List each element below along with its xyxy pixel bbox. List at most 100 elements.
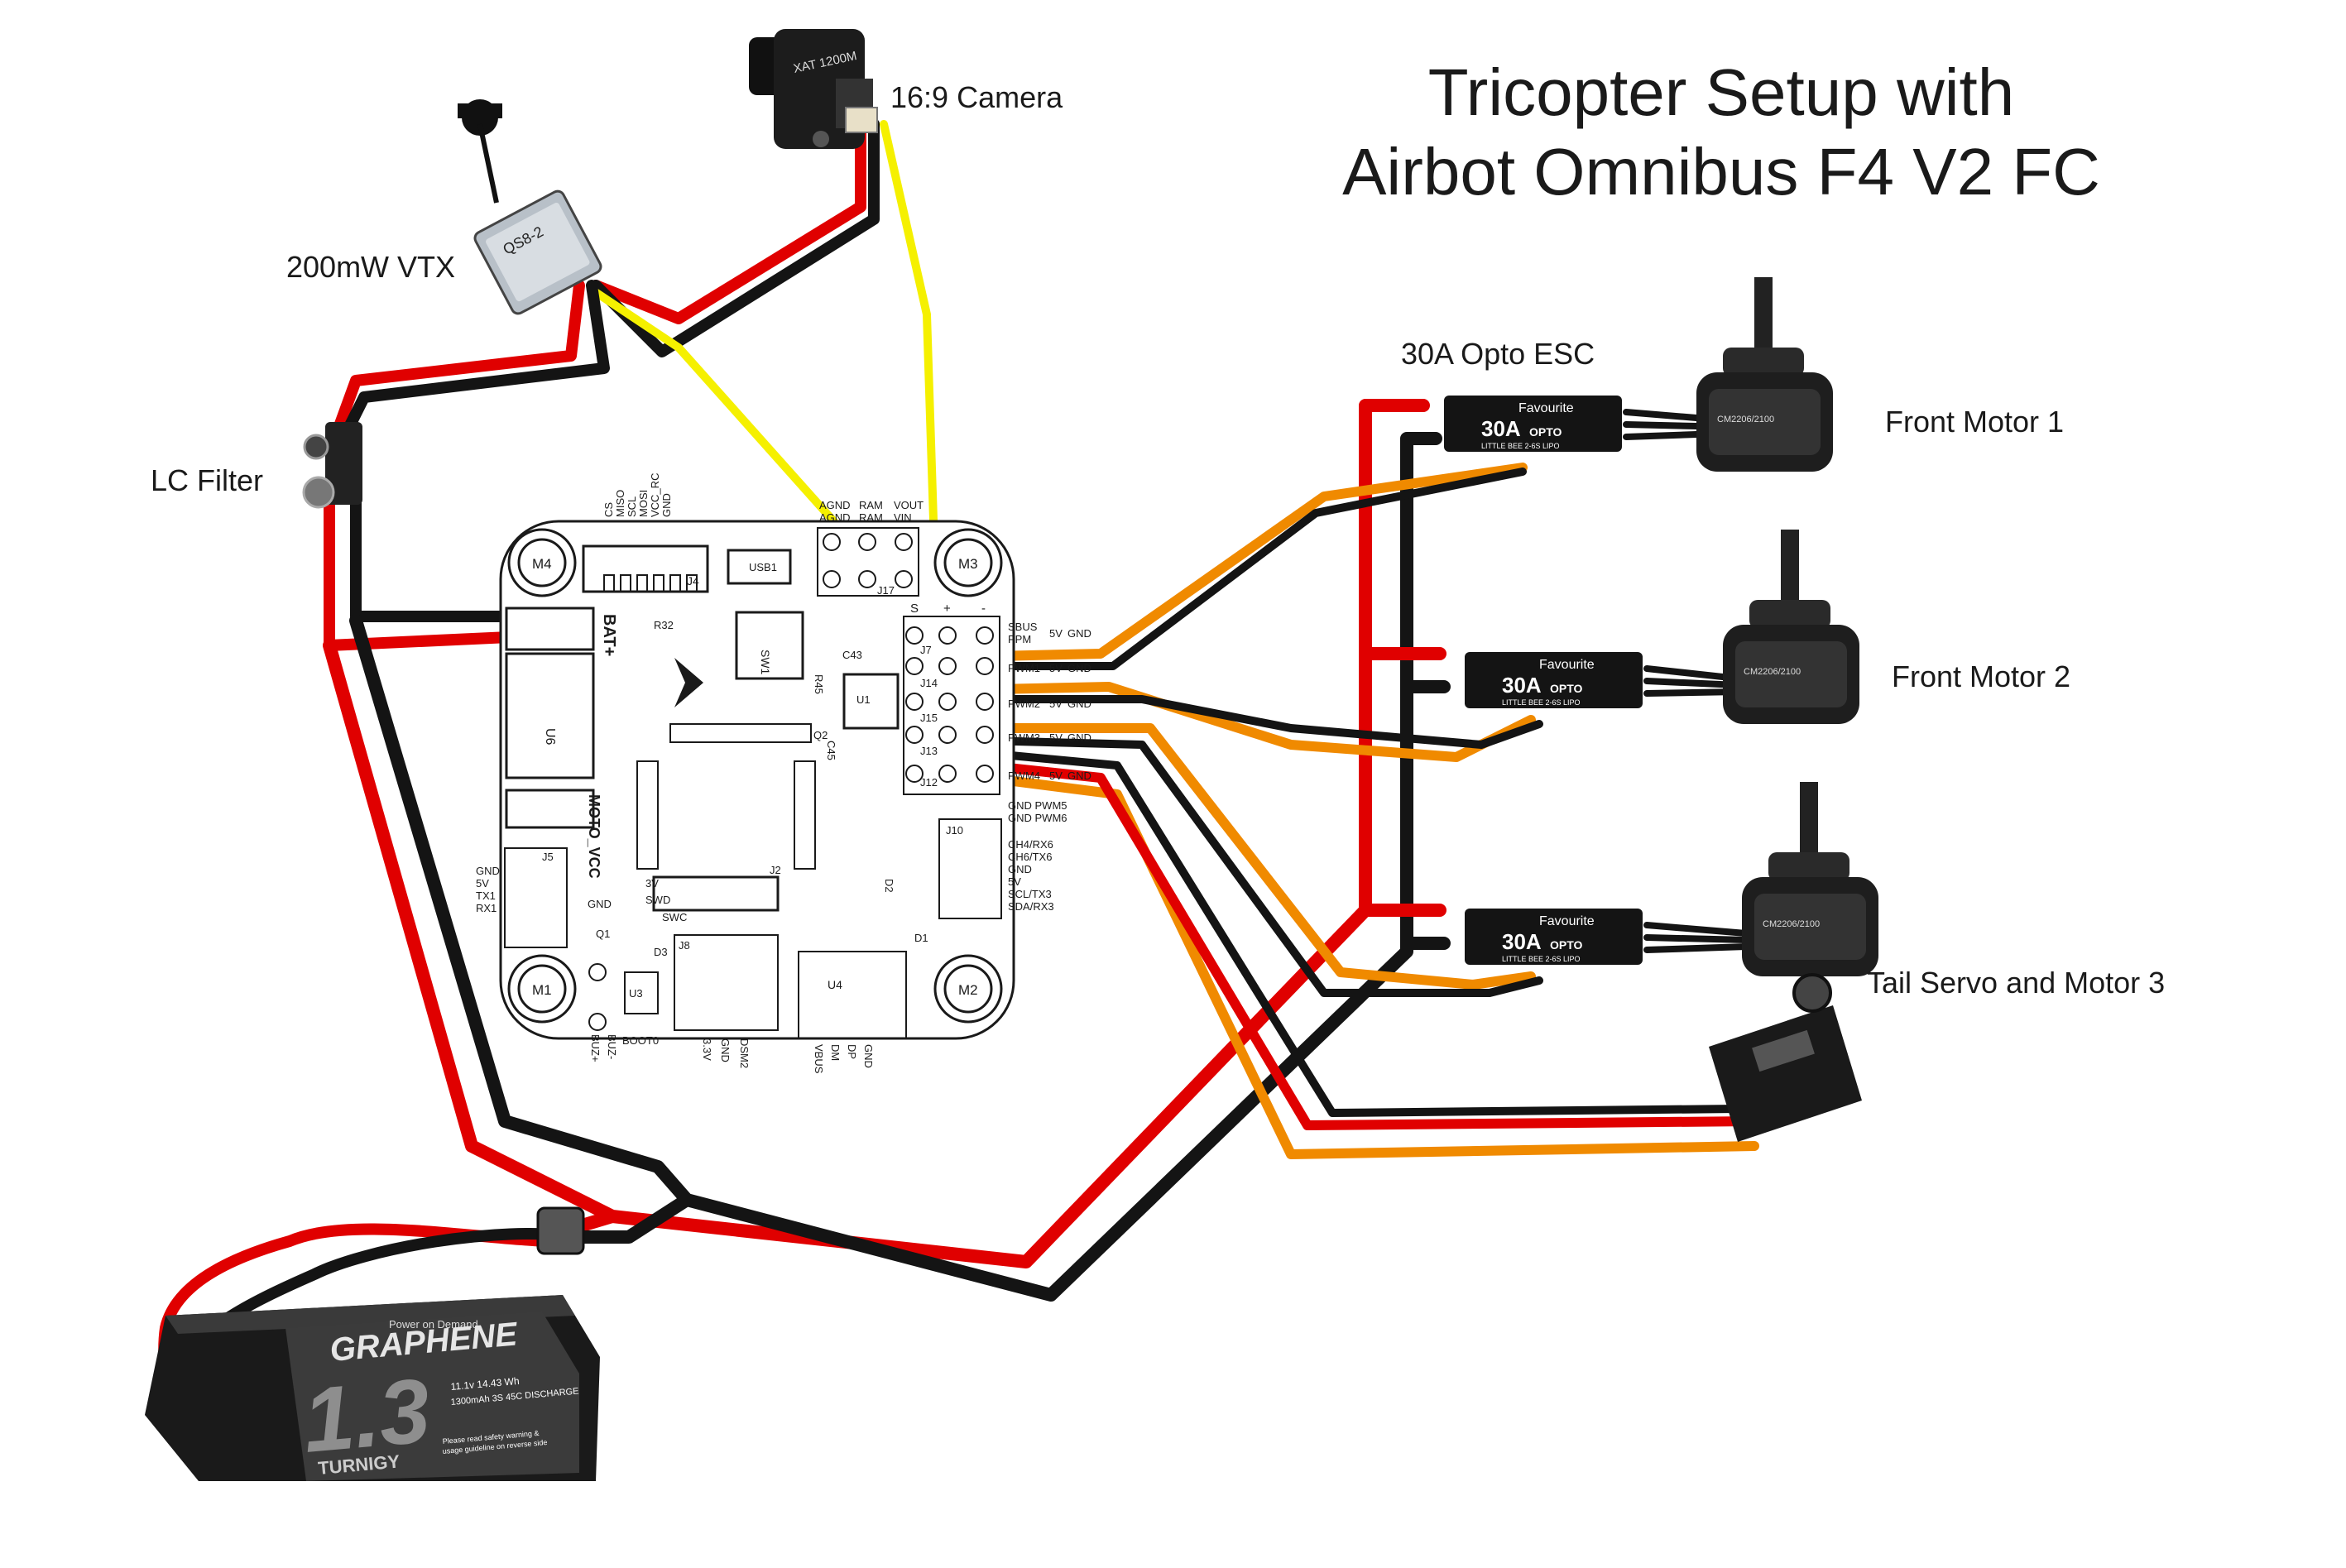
svg-text:+: + xyxy=(943,602,951,616)
fc-c43: C45 xyxy=(825,741,837,760)
svg-text:5V: 5V xyxy=(1049,627,1063,640)
wire-servo-black xyxy=(981,749,1742,1117)
svg-text:PWM1: PWM1 xyxy=(1008,662,1040,674)
fc-d2: D1 xyxy=(914,932,928,944)
wire-vtx-yellow xyxy=(588,285,890,583)
vtx: QS8-2 xyxy=(458,99,602,315)
fc-q1: C43 xyxy=(842,649,862,661)
svg-text:MOSI: MOSI xyxy=(637,490,650,517)
svg-text:AGND: AGND xyxy=(819,499,851,511)
label-motor3: Tail Servo and Motor 3 xyxy=(1867,966,2166,1000)
svg-text:SWC: SWC xyxy=(662,911,687,923)
svg-text:CM2206/2100: CM2206/2100 xyxy=(1717,415,1774,424)
fc-pwm-header xyxy=(903,616,1000,795)
svg-text:J13: J13 xyxy=(920,745,938,757)
svg-text:VOUT: VOUT xyxy=(894,499,924,511)
svg-text:30A: 30A xyxy=(1502,673,1542,698)
fc-bat-label: BAT+ xyxy=(600,614,618,656)
fc-top-right-header: AGND AGND RAM RAM VOUT VIN xyxy=(819,499,924,524)
fc-swd-labels: 3V SWD SWC GND xyxy=(588,877,687,923)
label-motor1: Front Motor 1 xyxy=(1885,405,2065,439)
label-lc-filter: LC Filter xyxy=(151,463,264,497)
svg-text:GND PWM5: GND PWM5 xyxy=(1008,799,1067,812)
svg-text:5V: 5V xyxy=(1049,731,1063,744)
svg-text:CH4/RX6: CH4/RX6 xyxy=(1008,838,1053,851)
fc-j5: J5 xyxy=(542,851,554,863)
fc-u3: SW1 xyxy=(759,650,772,675)
wire-bat-black xyxy=(573,1193,693,1244)
wire-lc-black-board xyxy=(350,491,515,622)
svg-text:GND: GND xyxy=(1067,698,1091,710)
svg-text:GND: GND xyxy=(660,493,673,517)
svg-text:DSM2: DSM2 xyxy=(738,1038,751,1068)
fc-r32: U6 xyxy=(543,728,557,746)
svg-text:5V: 5V xyxy=(476,877,489,889)
label-camera: 16:9 Camera xyxy=(890,80,1063,114)
wire-esc3-orange xyxy=(918,723,1536,990)
fc-board-outline xyxy=(499,520,1015,1040)
svg-text:3.3V: 3.3V xyxy=(701,1038,713,1061)
svg-text:J15: J15 xyxy=(920,712,938,724)
wire-vtx-red xyxy=(333,280,585,432)
svg-text:3V: 3V xyxy=(645,877,659,889)
label-motor2: Front Motor 2 xyxy=(1892,659,2071,693)
svg-text:OPTO: OPTO xyxy=(1550,938,1583,952)
svg-text:MISO: MISO xyxy=(614,490,626,517)
wire-vtx-black xyxy=(342,280,610,436)
svg-text:S: S xyxy=(910,602,919,616)
svg-text:BUZ-: BUZ- xyxy=(606,1034,618,1059)
wire-esc3-black-sig xyxy=(981,736,1543,997)
svg-text:Favourite: Favourite xyxy=(1539,914,1595,928)
fc-q2: Q1 xyxy=(596,928,610,940)
motor-1: CM2206/2100 xyxy=(1696,277,1833,472)
svg-text:Favourite: Favourite xyxy=(1539,658,1595,672)
svg-text:OPTO: OPTO xyxy=(1529,425,1562,439)
svg-text:SWD: SWD xyxy=(645,894,670,906)
wire-servo-red xyxy=(980,760,1759,1130)
fc-sw1: U3 xyxy=(629,987,643,1000)
lc-filter xyxy=(302,422,362,509)
fc-j17: J17 xyxy=(877,584,895,597)
servo xyxy=(1709,973,1862,1142)
fc-hole-m1: M1 xyxy=(532,982,552,998)
fc-right-side-labels: CH4/RX6 CH6/TX6 GND 5V SCL/TX3 SDA/RX3 xyxy=(1008,838,1054,913)
wire-main-red xyxy=(323,399,1430,1268)
svg-text:DM: DM xyxy=(829,1044,842,1061)
wire-camera-red xyxy=(590,122,866,324)
svg-text:J7: J7 xyxy=(920,644,932,656)
fc-hole-m4: M4 xyxy=(532,556,552,572)
svg-text:GND: GND xyxy=(862,1044,875,1068)
fc-j4: J4 xyxy=(687,574,699,587)
svg-text:5V: 5V xyxy=(1049,770,1063,782)
svg-text:GND: GND xyxy=(719,1038,732,1062)
fc-rail-header: S + - xyxy=(910,602,986,616)
svg-text:GND: GND xyxy=(1067,627,1091,640)
svg-text:5V: 5V xyxy=(1049,698,1063,710)
battery-capacity: 1.3 xyxy=(299,1359,434,1472)
svg-text:J14: J14 xyxy=(920,677,938,689)
svg-text:RX1: RX1 xyxy=(476,902,497,914)
svg-text:CM2206/2100: CM2206/2100 xyxy=(1744,667,1801,677)
fc-d5: D3 xyxy=(654,946,668,958)
svg-text:30A: 30A xyxy=(1502,929,1542,954)
svg-text:J12: J12 xyxy=(920,776,938,789)
fc-bottom-labels: BUZ+ BUZ- BOOT0 3.3V GND DSM2 VBUS DM DP… xyxy=(589,1034,875,1074)
svg-text:GND: GND xyxy=(1067,662,1091,674)
svg-text:OPTO: OPTO xyxy=(1550,682,1583,695)
fc-u6: U1 xyxy=(856,693,871,706)
svg-text:LITTLE BEE 2-6S LIPO: LITTLE BEE 2-6S LIPO xyxy=(1502,955,1581,963)
svg-text:GND: GND xyxy=(1067,770,1091,782)
esc-3: Favourite 30A OPTO LITTLE BEE 2-6S LIPO xyxy=(1465,909,1643,965)
svg-text:VCC_RC: VCC_RC xyxy=(649,473,661,517)
svg-text:SCL: SCL xyxy=(626,496,638,517)
flight-controller: M4 M3 M1 M2 U6 J4 CS MISO SCL MOSI VCC_R… xyxy=(476,473,1091,1074)
fc-hole-m2: M2 xyxy=(958,982,978,998)
esc-2: Favourite 30A OPTO LITTLE BEE 2-6S LIPO xyxy=(1465,652,1643,708)
esc1-motor-wires xyxy=(1623,409,1700,440)
label-esc: 30A Opto ESC xyxy=(1401,337,1595,371)
motor-3: CM2206/2100 xyxy=(1742,782,1878,976)
svg-text:RAM: RAM xyxy=(859,511,883,524)
svg-text:PWM2: PWM2 xyxy=(1008,698,1040,710)
